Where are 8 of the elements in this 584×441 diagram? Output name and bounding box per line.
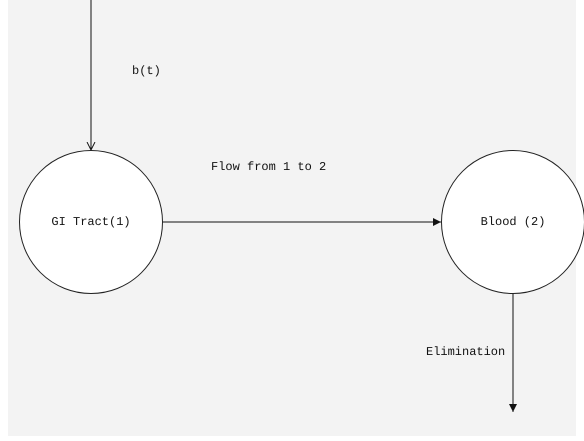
node-label: GI Tract(1) [51,215,131,229]
edge-label: Flow from 1 to 2 [211,160,326,174]
arrow [86,0,96,150]
arrow [509,294,517,412]
arrow [162,218,442,226]
edge-label: b(t) [132,64,161,78]
edge-label: Elimination [426,345,506,359]
node-label: Blood (2) [480,215,546,229]
